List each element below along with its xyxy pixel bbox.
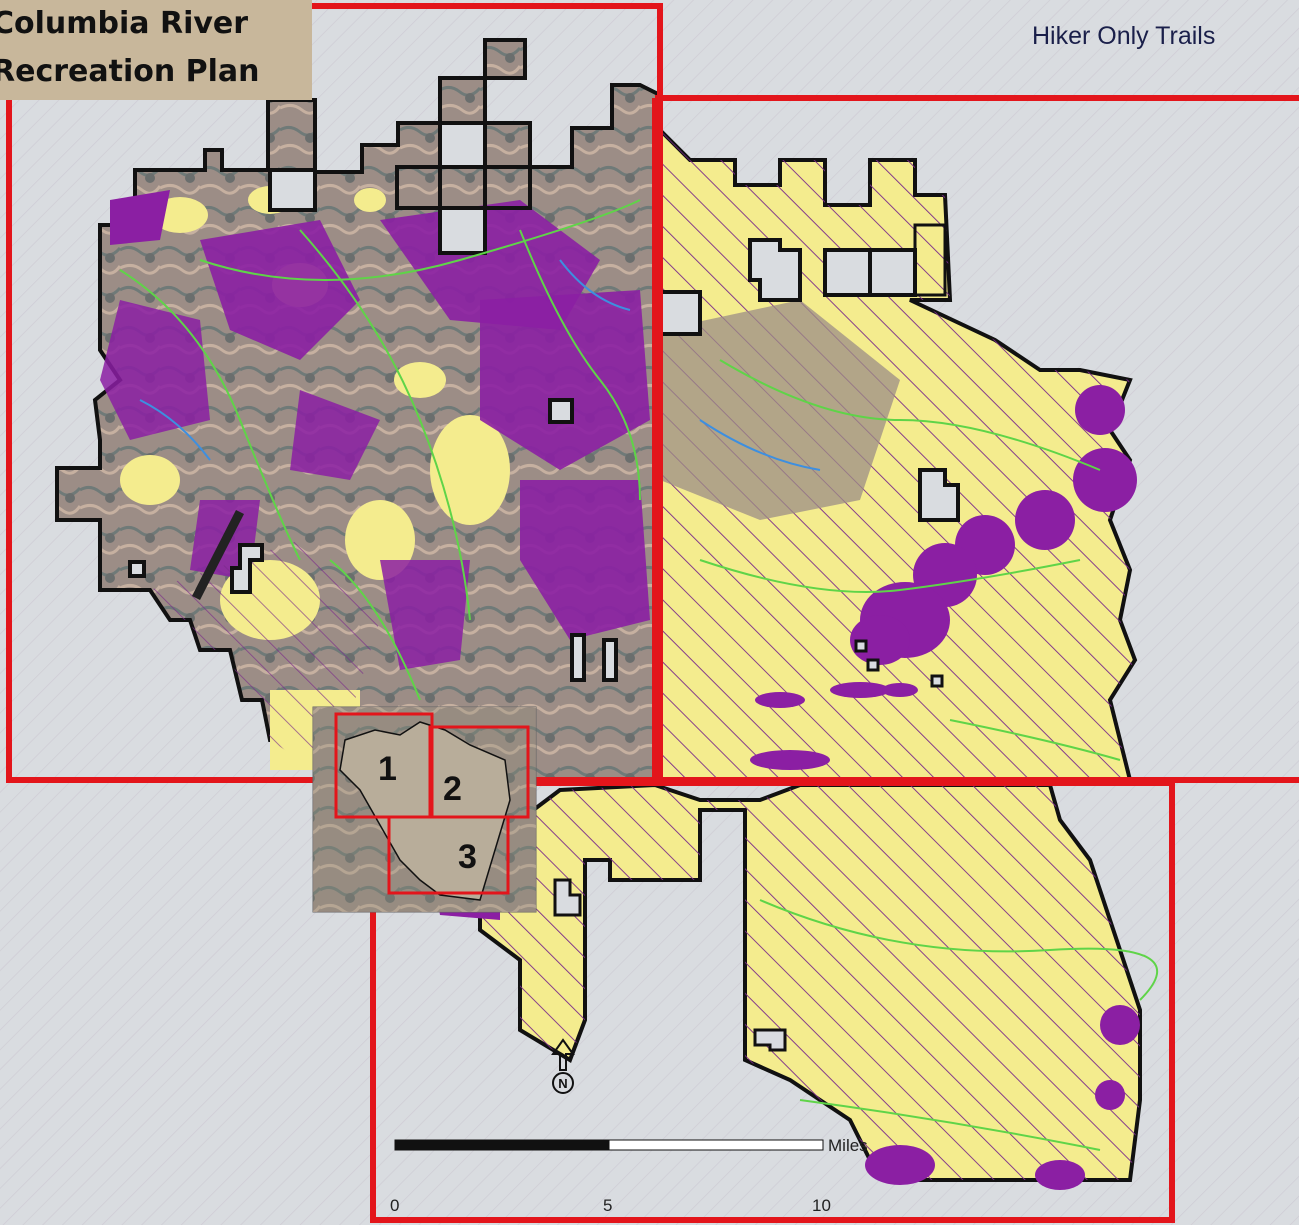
yellow-area bbox=[120, 455, 180, 505]
purple-area bbox=[1100, 1005, 1140, 1045]
purple-area bbox=[480, 290, 650, 470]
inset-frame-3 bbox=[387, 815, 510, 895]
inholding bbox=[866, 658, 880, 672]
yellow-area bbox=[354, 188, 386, 212]
map-subtitle: Hiker Only Trails bbox=[1032, 22, 1216, 50]
yellow-area bbox=[430, 415, 510, 525]
purple-area bbox=[1035, 1160, 1085, 1190]
north-arrow-icon: N bbox=[550, 1038, 576, 1098]
north-arrow-label: N bbox=[558, 1076, 567, 1091]
panel-3-frame bbox=[370, 780, 1175, 1223]
purple-area bbox=[100, 300, 210, 440]
inholding bbox=[395, 165, 442, 210]
purple-area bbox=[865, 1145, 935, 1185]
inholding bbox=[438, 121, 487, 169]
scale-label-0: 0 bbox=[390, 1196, 400, 1215]
inset-map bbox=[312, 706, 537, 913]
purple-area bbox=[1095, 1080, 1125, 1110]
stream bbox=[559, 259, 631, 311]
trail bbox=[329, 559, 421, 701]
title-line-1: Columbia River bbox=[0, 6, 249, 41]
inholding bbox=[268, 168, 317, 212]
stream bbox=[139, 399, 211, 461]
purple-area bbox=[520, 480, 650, 640]
inholding bbox=[230, 543, 264, 594]
hatched-area bbox=[480, 785, 1140, 1180]
scale-bar-outline bbox=[394, 1139, 824, 1151]
trail bbox=[299, 229, 471, 621]
terrain-area bbox=[660, 300, 900, 520]
inset-label-3: 3 bbox=[458, 838, 477, 876]
inholding bbox=[192, 510, 244, 600]
scale-bar bbox=[394, 1139, 824, 1151]
trail bbox=[519, 229, 641, 501]
title-block: Columbia River Recreation Plan bbox=[0, 0, 312, 100]
purple-area bbox=[830, 682, 890, 698]
inholding bbox=[854, 639, 868, 653]
inholding bbox=[930, 674, 944, 688]
trail bbox=[719, 359, 1101, 471]
inset-label-1: 1 bbox=[378, 750, 397, 788]
inholding bbox=[748, 238, 802, 302]
purple-area bbox=[1075, 385, 1125, 435]
trail bbox=[949, 719, 1121, 761]
panel-2-land bbox=[658, 125, 1138, 782]
inholding bbox=[570, 633, 586, 682]
inset-label-2: 2 bbox=[443, 770, 462, 808]
purple-area bbox=[750, 750, 830, 770]
purple-area bbox=[755, 692, 805, 708]
scale-label-5: 5 bbox=[603, 1196, 613, 1215]
trail bbox=[199, 199, 641, 281]
inholding bbox=[602, 638, 618, 682]
scale-bar-black-segment bbox=[395, 1140, 609, 1150]
inholding bbox=[753, 1028, 787, 1052]
inholding bbox=[658, 290, 702, 336]
purple-area bbox=[110, 190, 170, 245]
scale-bar-white-segment bbox=[608, 1139, 824, 1151]
purple-area bbox=[1015, 490, 1075, 550]
purple-area bbox=[882, 683, 918, 697]
inholding bbox=[823, 248, 872, 297]
trail bbox=[119, 269, 301, 561]
panel-1-land bbox=[55, 38, 662, 782]
trail bbox=[799, 1099, 1101, 1151]
inholding bbox=[483, 165, 532, 210]
stream bbox=[699, 419, 821, 471]
purple-area bbox=[200, 220, 360, 360]
inholding bbox=[438, 206, 487, 255]
scale-label-10: 10 bbox=[812, 1196, 831, 1215]
inholding bbox=[128, 560, 146, 578]
inholding bbox=[553, 878, 582, 917]
scale-unit-label: Miles bbox=[828, 1136, 868, 1155]
title-line-2: Recreation Plan bbox=[0, 54, 260, 89]
inset-land-outline bbox=[339, 721, 511, 901]
trail bbox=[699, 559, 1081, 593]
purple-area bbox=[1073, 448, 1137, 512]
inholding bbox=[913, 223, 947, 297]
inholding bbox=[868, 248, 917, 297]
inset-frame-1 bbox=[334, 712, 434, 819]
inholding bbox=[548, 398, 574, 424]
purple-area bbox=[290, 390, 380, 480]
purple-area bbox=[380, 560, 470, 670]
inholding bbox=[918, 468, 960, 522]
trail bbox=[759, 899, 1159, 1001]
